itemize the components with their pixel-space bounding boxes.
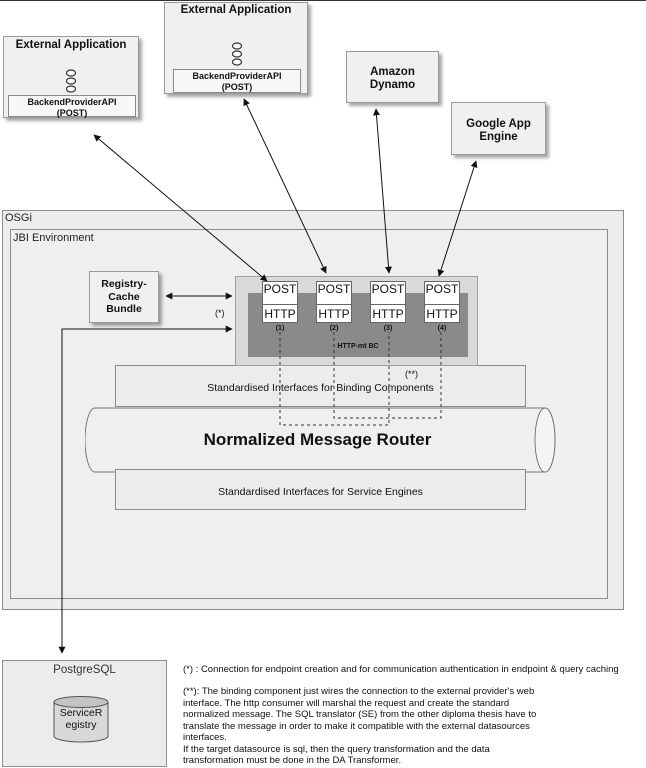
note-double-star: (**): The binding component just wires t… — [183, 686, 603, 767]
note2-line1: (**): The binding component just wires t… — [183, 686, 535, 697]
external-application-left: External Application BackendProviderAPI … — [3, 36, 139, 118]
google-app-engine-label: Google App Engine — [452, 118, 545, 144]
postgresql-box: PostgreSQL — [2, 660, 167, 767]
nmr-label: Normalized Message Router — [203, 430, 432, 449]
amazon-dynamo-box: Amazon Dynamo — [346, 51, 439, 103]
backend-provider-api-left-method: (POST) — [56, 108, 88, 118]
osgi-label: OSGi — [5, 212, 32, 224]
jbi-environment-label: JBI Environment — [13, 232, 94, 244]
note2-line5: interfaces. — [183, 732, 227, 743]
std-interfaces-service-engines-label: Standardised Interfaces for Service Engi… — [218, 486, 423, 498]
backend-provider-api-center: BackendProviderAPI (POST) — [173, 69, 301, 93]
double-star-marker: (**) — [405, 369, 418, 379]
note-single-star: (*) : Connection for endpoint creation a… — [183, 664, 619, 675]
arrow-postgres-to-bc — [58, 325, 233, 654]
endpoint-4: POST HTTP — [424, 281, 460, 323]
arrow-amazon-to-ep3 — [373, 108, 392, 274]
single-star-marker: (*) — [215, 308, 225, 318]
arrow-ext-left-to-ep1 — [93, 134, 268, 282]
amazon-line1: Amazon — [370, 66, 415, 78]
top-border-line — [0, 0, 646, 1]
note2-line4: translate the message in order to make i… — [183, 720, 530, 732]
endpoint-3-number: (3) — [383, 325, 393, 332]
amazon-dynamo-label: Amazon Dynamo — [347, 66, 438, 92]
arrow-google-to-ep4 — [437, 160, 478, 277]
db-line2: egistry — [65, 719, 97, 731]
endpoint-1-top: POST — [263, 282, 297, 296]
backend-provider-api-left: BackendProviderAPI (POST) — [8, 95, 136, 118]
google-app-engine-box: Google App Engine — [451, 102, 546, 155]
note2-line7: transformation must be done in the DA Tr… — [183, 755, 402, 766]
endpoint-2-top: POST — [317, 282, 351, 296]
note2-line2: interface. The http consumer will marsha… — [183, 697, 510, 709]
http-mt-bc-label: HTTP-mt BC — [337, 343, 379, 350]
backend-provider-api-left-name: BackendProviderAPI — [27, 97, 117, 107]
endpoint-3: POST HTTP — [370, 281, 406, 323]
amazon-line2: Dynamo — [369, 79, 416, 91]
backend-provider-api-center-method: (POST) — [221, 82, 253, 92]
endpoint-1-number: (1) — [275, 325, 285, 332]
postgresql-label: PostgreSQL — [53, 664, 116, 676]
provider-stack-icon-2 — [231, 42, 243, 66]
database-icon — [53, 696, 109, 743]
google-line2: Engine — [479, 131, 518, 143]
endpoint-2-number: (2) — [329, 325, 339, 332]
endpoint-4-bottom: HTTP — [425, 304, 459, 323]
backend-provider-api-center-name: BackendProviderAPI — [192, 71, 282, 81]
google-line1: Google App — [466, 118, 531, 130]
external-application-center-title: External Application — [180, 4, 292, 16]
note2-line6: If the target datasource is sql, then th… — [183, 743, 490, 755]
registry-line3: Bundle — [106, 303, 142, 315]
endpoint-4-number: (4) — [437, 325, 447, 332]
provider-stack-icon — [65, 69, 77, 93]
endpoint-2: POST HTTP — [316, 281, 352, 323]
endpoint-3-top: POST — [371, 282, 405, 296]
dashed-internal-connections — [279, 332, 442, 426]
note2-line3: normalized message. The SQL translator (… — [183, 709, 537, 720]
arrow-ext-center-to-ep2 — [243, 98, 327, 274]
db-line1: ServiceR — [59, 707, 103, 719]
external-application-center: External Application BackendProviderAPI … — [164, 2, 308, 94]
service-registry-db-label: ServiceR egistry — [52, 707, 110, 731]
endpoint-1: POST HTTP — [262, 281, 298, 323]
std-interfaces-binding-components-label: Standardised Interfaces for Binding Comp… — [207, 382, 434, 394]
endpoint-2-bottom: HTTP — [317, 304, 351, 323]
endpoint-3-bottom: HTTP — [371, 304, 405, 323]
registry-line2: Cache — [108, 290, 140, 303]
endpoint-1-bottom: HTTP — [263, 304, 297, 323]
external-application-left-title: External Application — [15, 39, 127, 51]
endpoint-4-top: POST — [425, 282, 459, 296]
